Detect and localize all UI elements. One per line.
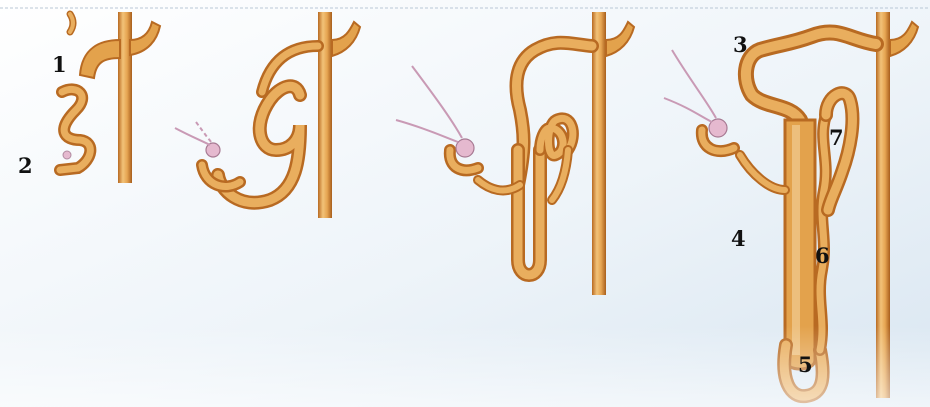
label-3: 3 [733, 34, 748, 55]
label-7: 7 [829, 127, 844, 148]
label-6: 6 [815, 245, 830, 266]
label-5: 5 [798, 354, 813, 375]
label-4: 4 [731, 228, 746, 249]
label-2: 2 [18, 155, 33, 176]
label-1: 1 [52, 54, 67, 75]
